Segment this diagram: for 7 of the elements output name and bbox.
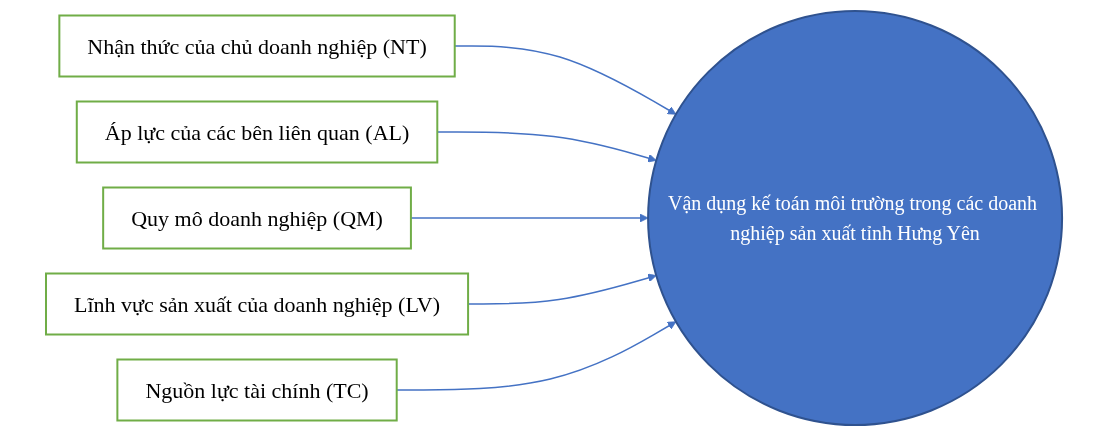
node-box: Quy mô doanh nghiệp (QM) — [102, 186, 412, 249]
node-box: Nhận thức của chủ doanh nghiệp (NT) — [58, 14, 456, 77]
node-circle: Vận dụng kế toán môi trường trong các doanh nghiệp sản xuất tỉnh Hưng Yên — [647, 9, 1064, 426]
node-box: Áp lực của các bên liên quan (AL) — [75, 100, 439, 163]
node-box: Nguồn lực tài chính (TC) — [116, 358, 398, 421]
node-box: Lĩnh vực sản xuất của doanh nghiệp (LV) — [44, 272, 470, 335]
arrow — [410, 213, 649, 222]
